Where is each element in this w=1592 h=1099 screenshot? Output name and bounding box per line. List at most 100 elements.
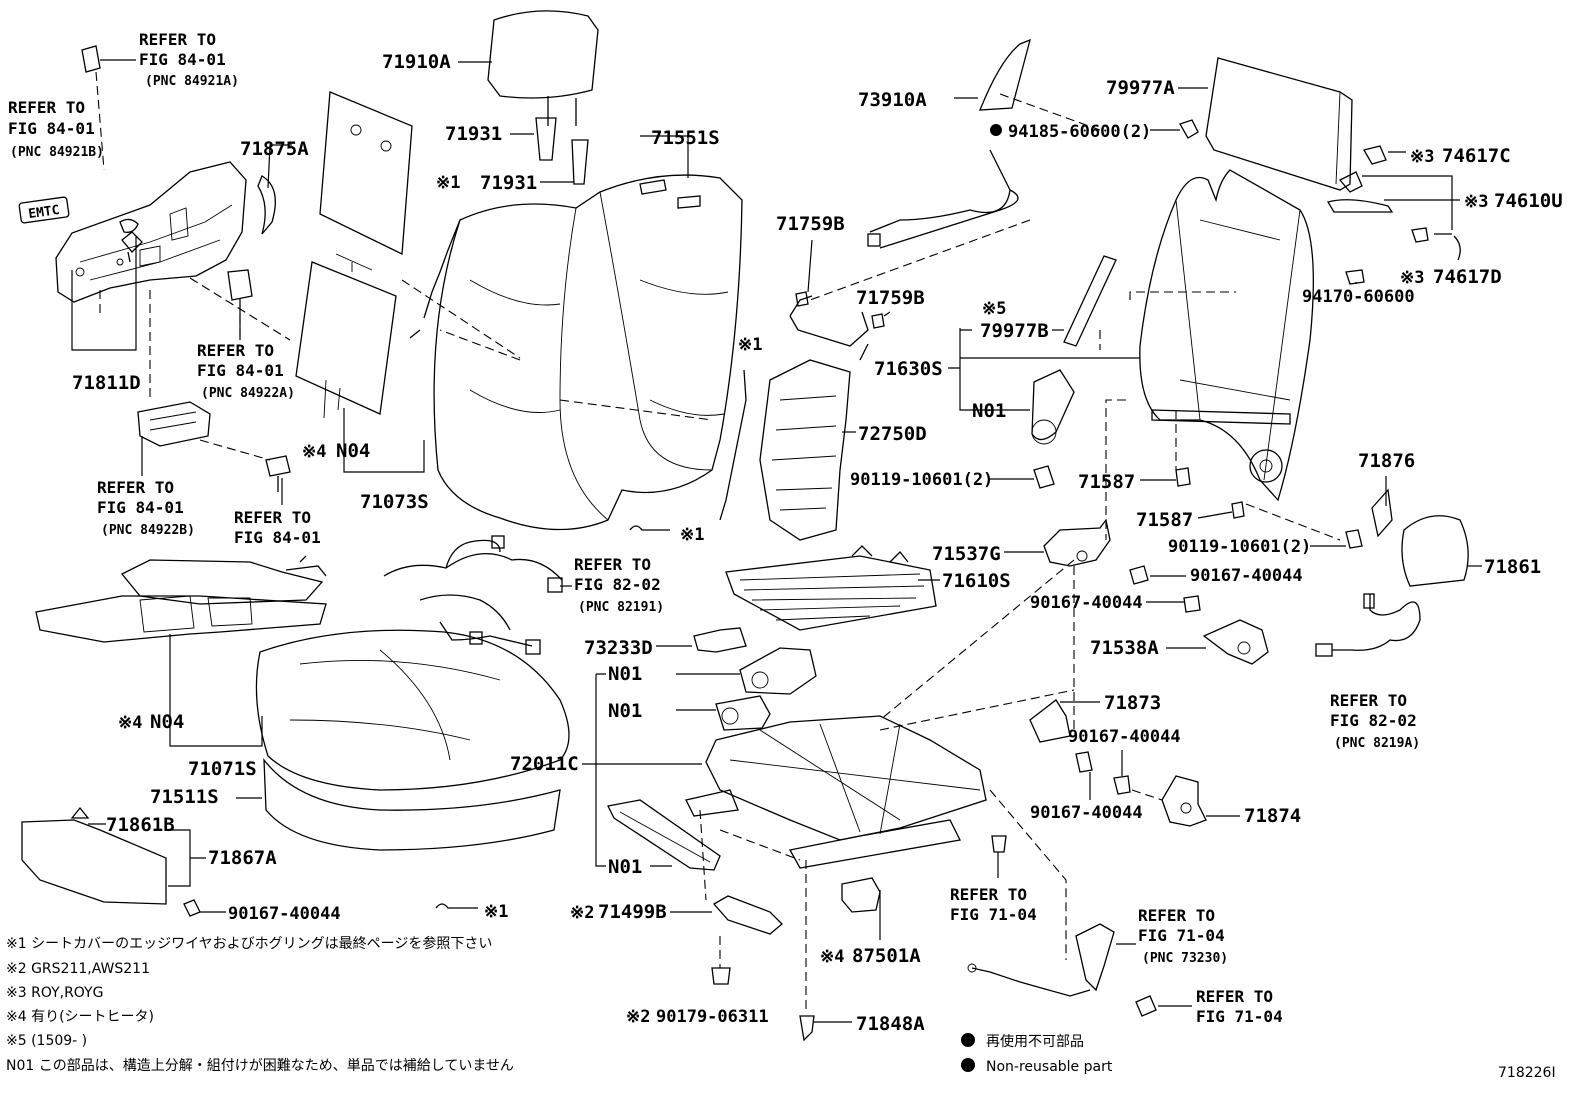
recliner-motor bbox=[1031, 369, 1075, 445]
emtc-logo: EMTC bbox=[27, 203, 60, 222]
svg-text:REFER TO: REFER TO bbox=[197, 341, 274, 360]
seatback-cover bbox=[433, 174, 743, 531]
part-71587-b: 71587 bbox=[1136, 509, 1193, 531]
svg-text:(PNC 82191): (PNC 82191) bbox=[578, 600, 664, 615]
grommet-90179 bbox=[711, 967, 731, 985]
part-N04-b: N04 bbox=[150, 711, 184, 733]
part-71931-b: 71931 bbox=[480, 172, 537, 194]
mark-2-a: ※2 bbox=[570, 903, 594, 923]
part-N01-b: N01 bbox=[608, 663, 642, 685]
footnote-3: ※3 ROY,ROYG bbox=[6, 985, 103, 1001]
ref-fig-71-04-b: REFER TO FIG 71-04 (PNC 73230) bbox=[1138, 906, 1228, 966]
part-73910A: 73910A bbox=[858, 89, 927, 111]
svg-text:REFER TO: REFER TO bbox=[574, 555, 651, 574]
svg-text:94185-60600(2): 94185-60600(2) bbox=[1008, 122, 1151, 142]
ref-fig-84-01-a: REFER TO FIG 84-01 (PNC 84921A) bbox=[139, 30, 239, 89]
svg-text:REFER TO: REFER TO bbox=[8, 98, 85, 117]
part-74617D: 74617D bbox=[1433, 266, 1502, 288]
cushion-heater-pad bbox=[35, 555, 327, 643]
part-90167-c: 90167-40044 bbox=[1068, 727, 1181, 747]
part-71873: 71873 bbox=[1104, 692, 1161, 714]
bolt-90167-b bbox=[1183, 595, 1201, 613]
legend: 再使用不可部品 Non-reusable part bbox=[961, 1033, 1113, 1075]
svg-text:FIG 82-02: FIG 82-02 bbox=[574, 575, 661, 594]
part-79977B: 79977B bbox=[980, 320, 1049, 342]
svg-text:REFER TO: REFER TO bbox=[97, 478, 174, 497]
part-N04-a: N04 bbox=[336, 440, 370, 462]
part-71499B: 71499B bbox=[598, 901, 667, 923]
part-72750D: 72750D bbox=[858, 423, 927, 445]
bolt-71848A bbox=[799, 1015, 815, 1042]
seat-adjuster-frame bbox=[685, 689, 1075, 960]
part-71610S: 71610S bbox=[942, 570, 1011, 592]
svg-text:REFER TO: REFER TO bbox=[1196, 987, 1273, 1006]
svg-text:FIG 84-01: FIG 84-01 bbox=[8, 119, 95, 138]
mark-1-b: ※1 bbox=[738, 335, 762, 355]
side-bracket-71538A bbox=[1202, 619, 1269, 665]
ref-fig-82-02-b: REFER TO FIG 82-02 (PNC 8219A) bbox=[1330, 691, 1420, 751]
part-71537G: 71537G bbox=[932, 543, 1001, 565]
grommet-71-04 bbox=[991, 835, 1007, 853]
bracket-71874 bbox=[1161, 775, 1207, 827]
np-9418560600: 94185-60600(2) bbox=[990, 119, 1199, 142]
seat-belt-buckle bbox=[967, 923, 1157, 1017]
hog-ring-wires bbox=[409, 219, 747, 909]
seatback-harness-strap bbox=[1063, 255, 1117, 347]
cushion-spring-mat bbox=[725, 545, 937, 631]
side-shield-assembly: EMTC bbox=[18, 45, 291, 492]
svg-text:FIG 84-01: FIG 84-01 bbox=[234, 528, 321, 547]
svg-text:FIG 84-01: FIG 84-01 bbox=[97, 498, 184, 517]
switch-87501A bbox=[841, 877, 881, 913]
seatback-board bbox=[1205, 57, 1353, 191]
mark-4-b: ※4 bbox=[118, 713, 142, 733]
part-71511S: 71511S bbox=[150, 786, 219, 808]
part-N01-d: N01 bbox=[608, 856, 642, 878]
footnote-1: ※1 シートカバーのエッジワイヤおよびホグリングは最終ページを参照下さい bbox=[6, 935, 492, 952]
svg-text:FIG 71-04: FIG 71-04 bbox=[1138, 926, 1225, 945]
mark-5: ※5 bbox=[982, 299, 1006, 319]
part-71073S: 71073S bbox=[360, 491, 429, 513]
footnote-2: ※2 GRS211,AWS211 bbox=[6, 961, 150, 977]
lumbar-support-assembly bbox=[759, 291, 885, 541]
mark-1-c: ※1 bbox=[680, 525, 704, 545]
mark-3-c: ※3 bbox=[1400, 268, 1424, 288]
legend-en: Non-reusable part bbox=[986, 1059, 1113, 1075]
part-71875A: 71875A bbox=[240, 138, 309, 160]
bracket-71873 bbox=[1029, 699, 1071, 743]
part-90167-a: 90167-40044 bbox=[1190, 566, 1303, 586]
part-71587-a: 71587 bbox=[1078, 471, 1135, 493]
cushion-wire-harness bbox=[383, 535, 563, 655]
svg-text:FIG 84-01: FIG 84-01 bbox=[139, 50, 226, 69]
mark-4-c: ※4 bbox=[820, 947, 844, 967]
side-bracket-71537G bbox=[1043, 518, 1111, 567]
seat-track bbox=[607, 799, 721, 871]
ref-fig-84-01-e: REFER TO FIG 84-01 bbox=[234, 508, 321, 547]
mark-1-a: ※1 bbox=[436, 173, 460, 193]
part-71931-a: 71931 bbox=[445, 123, 502, 145]
svg-text:(PNC 84922A): (PNC 84922A) bbox=[201, 386, 295, 401]
bolt-90167-a bbox=[1129, 565, 1149, 585]
part-72011C: 72011C bbox=[510, 753, 579, 775]
part-71538A: 71538A bbox=[1090, 637, 1159, 659]
diagram-id: 718226I bbox=[1498, 1065, 1556, 1081]
mark-3-a: ※3 bbox=[1410, 147, 1434, 167]
part-71848A: 71848A bbox=[856, 1013, 925, 1035]
svg-text:REFER TO: REFER TO bbox=[950, 885, 1027, 904]
seatback-heater-pad bbox=[295, 91, 521, 419]
part-71910A: 71910A bbox=[382, 51, 451, 73]
part-74610U: 74610U bbox=[1494, 190, 1563, 212]
part-71811D: 71811D bbox=[72, 372, 141, 394]
part-71861: 71861 bbox=[1484, 556, 1541, 578]
footnote-5: ※5 (1509- ) bbox=[6, 1033, 87, 1049]
part-94170: 94170-60600 bbox=[1302, 287, 1415, 307]
headrest bbox=[487, 10, 599, 185]
svg-text:REFER TO: REFER TO bbox=[234, 508, 311, 527]
svg-text:FIG 82-02: FIG 82-02 bbox=[1330, 711, 1417, 730]
part-90119-a: 90119-10601(2) bbox=[850, 470, 993, 490]
mark-2-b: ※2 bbox=[626, 1007, 650, 1027]
svg-text:FIG 71-04: FIG 71-04 bbox=[950, 905, 1037, 924]
heater-control-wire bbox=[809, 38, 1101, 301]
part-90179: 90179-06311 bbox=[656, 1007, 769, 1027]
part-71876: 71876 bbox=[1358, 450, 1415, 472]
